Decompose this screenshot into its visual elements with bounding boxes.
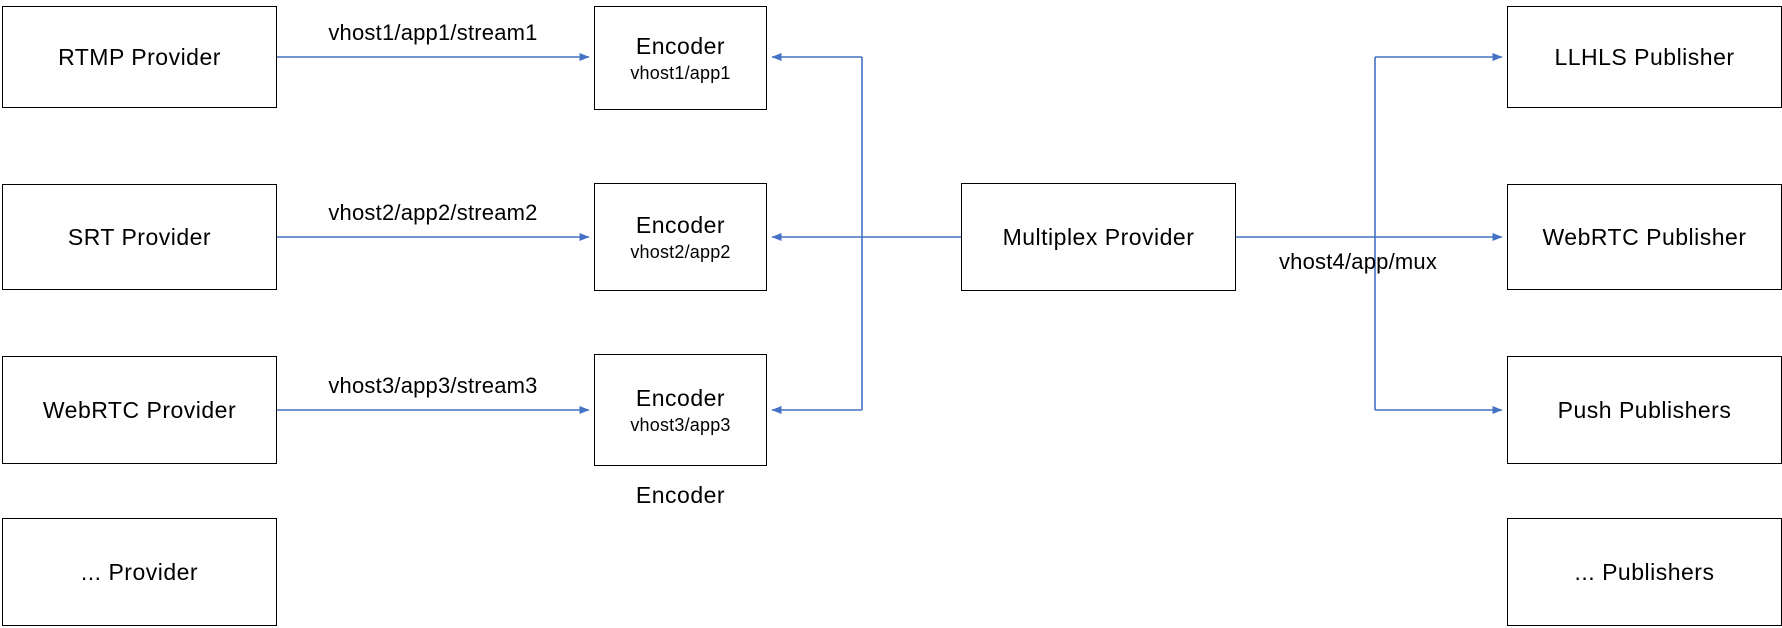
node-webrtc-provider: WebRTC Provider — [2, 356, 277, 464]
edge-label-mux: vhost4/app/mux — [1278, 249, 1438, 274]
node-label: Multiplex Provider — [1002, 223, 1195, 250]
node-rtmp-provider: RTMP Provider — [2, 6, 277, 108]
node-label: ... Publishers — [1574, 558, 1715, 585]
encoder-subtitle: vhost2/app2 — [630, 241, 731, 262]
node-label: ... Provider — [80, 558, 199, 585]
node-webrtc-publisher: WebRTC Publisher — [1507, 184, 1782, 290]
node-label: LLHLS Publisher — [1554, 43, 1735, 70]
encoder-title: Encoder — [635, 384, 726, 411]
encoder-group-label: Encoder — [635, 482, 726, 508]
encoder-subtitle: vhost3/app3 — [630, 414, 731, 435]
node-encoder-2: Encoder vhost2/app2 — [594, 183, 767, 291]
encoder-subtitle: vhost1/app1 — [630, 62, 731, 83]
node-label: Push Publishers — [1557, 396, 1732, 423]
encoder-title: Encoder — [635, 211, 726, 238]
edge-label-stream3: vhost3/app3/stream3 — [328, 373, 538, 398]
node-label: SRT Provider — [67, 223, 212, 250]
edge-label-stream1: vhost1/app1/stream1 — [328, 20, 538, 45]
node-encoder-1: Encoder vhost1/app1 — [594, 6, 767, 110]
node-label: WebRTC Publisher — [1542, 223, 1747, 250]
node-push-publishers: Push Publishers — [1507, 356, 1782, 464]
node-other-publishers: ... Publishers — [1507, 518, 1782, 626]
node-llhls-publisher: LLHLS Publisher — [1507, 6, 1782, 108]
edge-label-stream2: vhost2/app2/stream2 — [328, 200, 538, 225]
node-srt-provider: SRT Provider — [2, 184, 277, 290]
encoder-title: Encoder — [635, 32, 726, 59]
node-encoder-3: Encoder vhost3/app3 — [594, 354, 767, 466]
node-label: RTMP Provider — [58, 43, 221, 70]
node-other-provider: ... Provider — [2, 518, 277, 626]
node-label: WebRTC Provider — [42, 396, 237, 423]
node-multiplex-provider: Multiplex Provider — [961, 183, 1236, 291]
